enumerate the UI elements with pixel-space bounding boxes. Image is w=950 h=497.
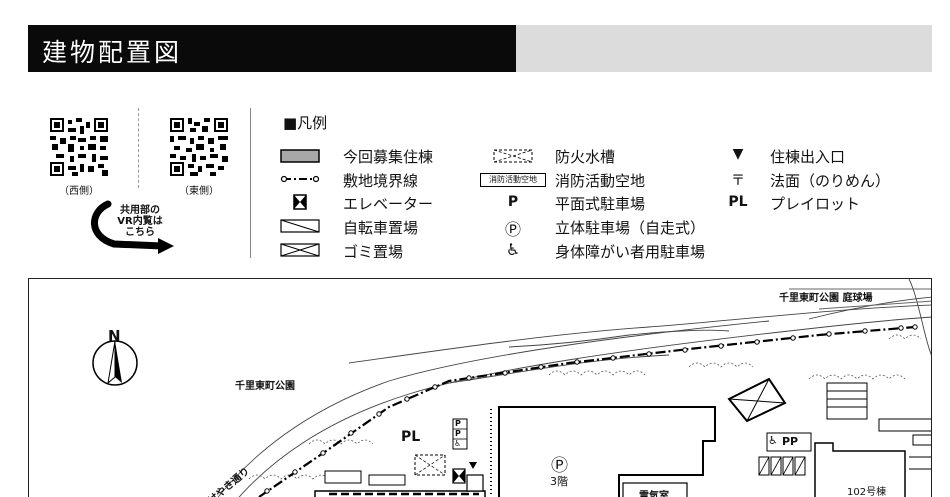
playlot-icon: PL (728, 194, 748, 210)
label-park: 千里東町公園 (235, 381, 295, 392)
title-bar-fill (516, 25, 932, 72)
vr-line-1: 共用部の (120, 205, 160, 216)
garbage-icon (280, 243, 320, 257)
label-garage-floors: 3階 (550, 475, 568, 488)
qr-caption-east: （東側） (179, 186, 219, 197)
site-boundary-line (258, 324, 918, 497)
parking-p-icon: P (507, 194, 519, 210)
vr-badge-arrow[interactable] (86, 196, 194, 254)
gray-rect-icon (280, 149, 320, 163)
legend-divider (250, 108, 251, 258)
site-map: N 千里東町公園 庭球場 千里東町公園 PL P P ♿ Ⓟ 3階 電気室 けや… (28, 278, 932, 497)
label-wheelchair: ♿ (454, 439, 462, 448)
label-building-102: 102号棟 (847, 487, 887, 497)
label-accessible-parking: ♿ (768, 434, 778, 447)
legend-label-fire-tank: 防火水槽 (555, 148, 616, 166)
elevator-icon (293, 194, 307, 210)
legend-label-playlot: プレイロット (770, 195, 861, 213)
legend-label-entrance: 住棟出入口 (770, 148, 846, 166)
label-p2: P (455, 429, 461, 438)
legend-label-slope: 法面（のりめん） (770, 172, 891, 190)
fire-space-badge: 消防活動空地 (480, 173, 546, 187)
north-label: N (108, 327, 121, 345)
legend-label-garage: 立体駐車場（自走式） (555, 219, 706, 237)
label-park-court: 千里東町公園 庭球場 (779, 293, 873, 304)
legend-label-garbage: ゴミ置場 (343, 243, 404, 261)
slope-icon: 〒 (731, 173, 745, 189)
label-p1: P (455, 419, 461, 428)
entrance-triangle-icon: ▼ (732, 146, 744, 162)
page-title: 建物配置図 (42, 38, 183, 67)
qr-divider (138, 108, 139, 188)
title-bar: 建物配置図 (28, 25, 516, 72)
legend-label-flat-parking: 平面式駐車場 (555, 195, 646, 213)
bicycle-parking-icon (280, 219, 320, 233)
legend-label-accessible: 身体障がい者用駐車場 (555, 243, 706, 261)
qr-code-east[interactable] (170, 118, 228, 176)
legend-title: ■凡例 (283, 114, 328, 132)
label-pp: PP (782, 435, 799, 448)
qr-code-west[interactable] (50, 118, 108, 176)
north-arrow-icon (92, 340, 138, 386)
label-garage-symbol: Ⓟ (551, 456, 568, 476)
legend-label-recruit: 今回募集住棟 (343, 148, 434, 166)
legend-label-fire-space: 消防活動空地 (555, 172, 646, 190)
wheelchair-icon: ♿ (505, 240, 521, 259)
qr-caption-west: （西側） (59, 186, 99, 197)
boundary-line-icon (280, 175, 320, 183)
legend-label-bicycle: 自転車置場 (343, 219, 419, 237)
legend-label-elevator: エレベーター (343, 195, 434, 213)
vr-line-2: VR内覧は (117, 216, 163, 227)
vr-line-3: こちら (125, 227, 155, 238)
legend-label-boundary: 敷地境界線 (343, 172, 419, 190)
label-playlot: PL (401, 429, 421, 445)
fire-tank-icon (493, 149, 533, 163)
circled-p-icon: Ⓟ (504, 220, 521, 239)
vr-badge-text[interactable]: 共用部の VR内覧は こちら (86, 205, 194, 238)
site-map-drawing (92, 279, 931, 497)
label-electric-room: 電気室 (639, 491, 669, 497)
